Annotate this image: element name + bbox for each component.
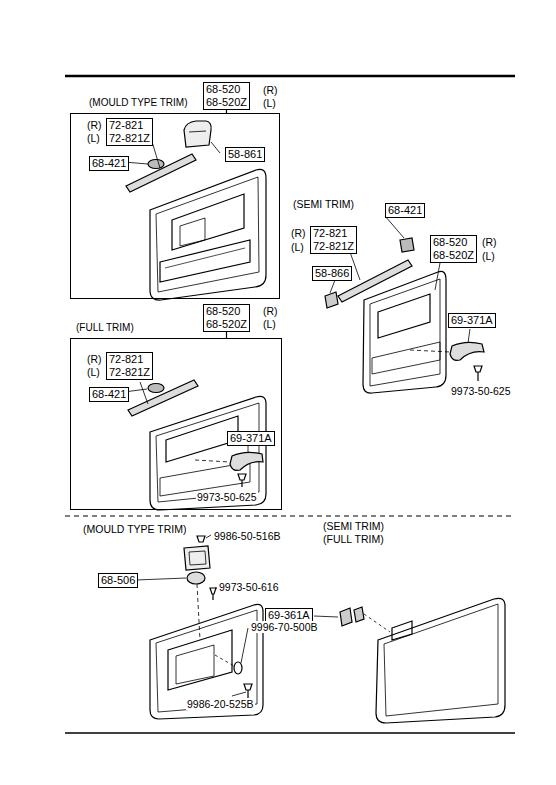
- part-number: 68-506: [101, 574, 135, 587]
- part-number: 72-821Z: [109, 366, 150, 379]
- part-number-box: 69-371A: [227, 431, 275, 446]
- section-heading: (FULL TRIM): [74, 322, 136, 333]
- part-number-box: 72-82172-821Z: [106, 118, 153, 146]
- part-number: 68-421: [92, 157, 126, 170]
- part-number: 72-821Z: [313, 240, 354, 253]
- part-number-box: 68-52068-520Z: [203, 304, 250, 332]
- part-number: 72-821: [109, 119, 150, 132]
- note-label: (L): [86, 132, 101, 144]
- part-number: 72-821: [109, 353, 150, 366]
- note-label: (R): [86, 353, 103, 365]
- part-number: 68-520Z: [206, 96, 247, 109]
- note-label: (MOULD TYPE TRIM): [82, 523, 187, 535]
- part-number: 68-421: [92, 388, 126, 401]
- callout-number: 9973-50-625: [450, 385, 512, 397]
- note-label: (SEMI TRIM): [292, 198, 355, 210]
- part-number-box: 72-82172-821Z: [310, 226, 357, 254]
- note-label: (R): [481, 236, 498, 248]
- part-number-box: 68-421: [89, 156, 129, 171]
- note-label: (SEMI TRIM): [322, 520, 385, 532]
- part-number-box: 68-506: [98, 573, 138, 588]
- note-label: (FULL TRIM): [322, 533, 385, 545]
- part-number-box: 68-52068-520Z: [203, 82, 250, 110]
- callout-number: 9973-50-616: [218, 581, 280, 593]
- part-number-box: 68-52068-520Z: [430, 235, 477, 263]
- part-number-box: 68-421: [89, 387, 129, 402]
- callout-number: 9996-70-500B: [250, 621, 319, 633]
- section-heading: (MOULD TYPE TRIM): [87, 97, 190, 108]
- trim-frame: (MOULD TYPE TRIM)72-82172-821Z58-86168-4…: [70, 113, 280, 299]
- note-label: (L): [86, 366, 101, 378]
- note-label: (L): [290, 241, 305, 253]
- note-label: (L): [481, 250, 496, 262]
- part-number: 68-421: [388, 204, 422, 217]
- note-label: (R): [290, 227, 307, 239]
- part-number-box: 58-861: [225, 147, 265, 162]
- part-number: 68-520Z: [433, 249, 474, 262]
- part-number: 68-520: [206, 83, 247, 96]
- part-number-box: 58-866: [312, 266, 352, 281]
- note-label: (R): [262, 305, 279, 317]
- part-number: 58-866: [315, 267, 349, 280]
- part-number: 69-371A: [451, 314, 493, 327]
- note-label: (L): [262, 97, 277, 109]
- callout-number: 9973-50-625: [196, 491, 258, 503]
- part-number-box: 68-421: [385, 203, 425, 218]
- part-number: 68-520Z: [206, 318, 247, 331]
- part-number: 72-821: [313, 227, 354, 240]
- part-number: 58-861: [228, 148, 262, 161]
- part-number: 68-520: [433, 236, 474, 249]
- part-number: 69-371A: [230, 432, 272, 445]
- callout-number: 9986-20-525B: [186, 698, 255, 710]
- callout-number: 9986-50-516B: [213, 530, 282, 542]
- note-label: (R): [86, 119, 103, 131]
- part-number-box: 72-82172-821Z: [106, 352, 153, 380]
- part-number-box: 69-371A: [448, 313, 496, 328]
- note-label: (R): [262, 84, 279, 96]
- part-number: 72-821Z: [109, 132, 150, 145]
- note-label: (L): [262, 318, 277, 330]
- part-number: 68-520: [206, 305, 247, 318]
